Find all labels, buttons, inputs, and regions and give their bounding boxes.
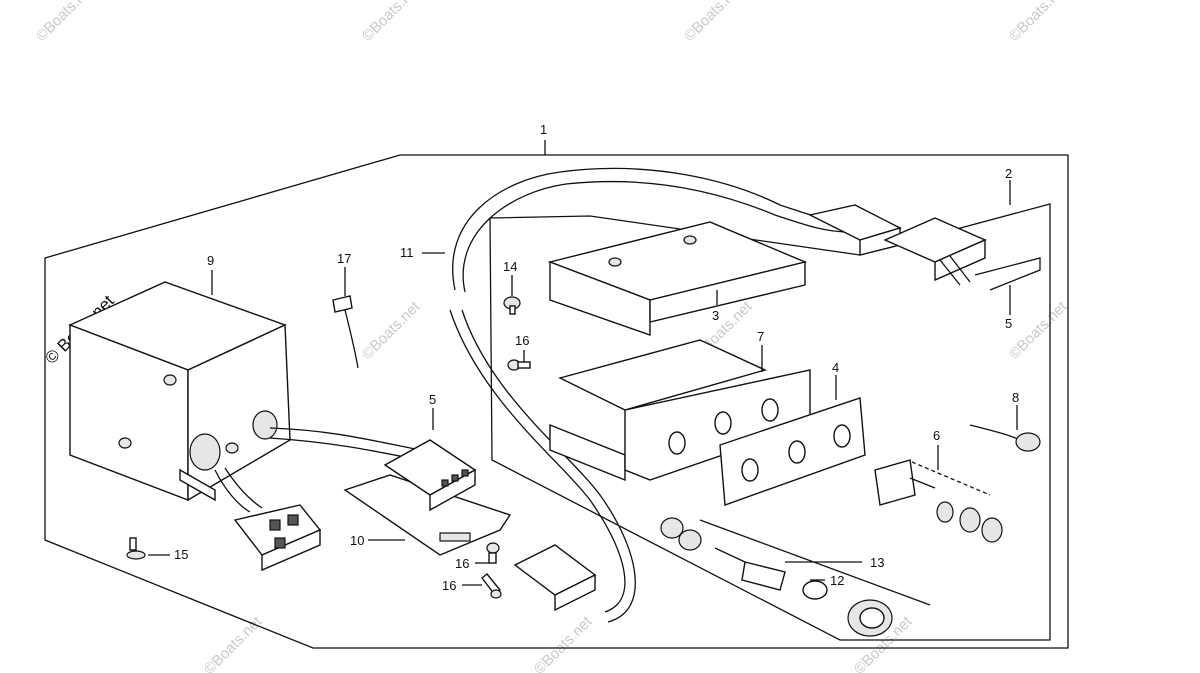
watermark-9: ©Boats.net: [531, 613, 596, 673]
panel-frame: [549, 339, 811, 482]
callout-4: 4: [832, 360, 839, 375]
main-cable-outer: [452, 167, 851, 291]
screw-16-bottom: [481, 542, 502, 599]
watermark-5: ©Boats.net: [359, 298, 424, 363]
callout-3: 3: [712, 308, 719, 323]
cable-end-connector: [513, 544, 597, 612]
watermark-1: ©Boats.net: [33, 0, 98, 45]
toggle-switch: [874, 459, 1003, 543]
top-cover: [547, 221, 808, 336]
watermark-8: ©Boats.net: [201, 613, 266, 673]
callout-7: 7: [757, 329, 764, 344]
box-harness: [269, 427, 421, 451]
lamp-holder: [847, 599, 893, 637]
callout-1: 1: [540, 122, 547, 137]
mating-connector: [883, 217, 987, 286]
indicator-lamp: [969, 424, 1041, 452]
callout-16-top: 16: [515, 333, 529, 348]
connector-plate: [974, 257, 1041, 291]
watermark-3: ©Boats.net: [681, 0, 746, 45]
clip: [332, 295, 359, 369]
callout-13: 13: [870, 555, 884, 570]
callout-2: 2: [1005, 166, 1012, 181]
callout-8: 8: [1012, 390, 1019, 405]
callout-10: 10: [350, 533, 364, 548]
panel-outline: [489, 203, 1051, 641]
callout-labels: 1 2 3 4 5 5 6 7 8 9 10 11 12 13 14 15 16…: [174, 122, 1019, 593]
callout-16-mid: 16: [455, 556, 469, 571]
screw-15: [126, 537, 146, 560]
screw-16-top: [507, 359, 531, 371]
callout-9: 9: [207, 253, 214, 268]
face-panel: [719, 397, 866, 506]
callout-5-right: 5: [1005, 316, 1012, 331]
callout-16-bottom: 16: [442, 578, 456, 593]
callout-14: 14: [503, 259, 517, 274]
control-box: [68, 281, 291, 502]
lamp-rings: [660, 517, 702, 551]
upper-connector: [807, 204, 902, 256]
callout-6: 6: [933, 428, 940, 443]
callout-5-left: 5: [429, 392, 436, 407]
main-cable-lower: [449, 309, 626, 613]
watermark-7: ©Boats.net: [1006, 298, 1071, 363]
rivet-14: [503, 296, 521, 315]
callout-11: 11: [400, 245, 414, 260]
bulb: [802, 580, 828, 600]
assembly-outline: [44, 154, 1069, 649]
lamp-socket: [714, 547, 786, 591]
bracket-connector: [383, 439, 477, 512]
callout-17: 17: [337, 251, 351, 266]
callout-12: 12: [830, 573, 844, 588]
box-connector: [233, 504, 322, 572]
watermark-2: ©Boats.net: [359, 0, 424, 45]
watermark-4: ©Boats.net: [1006, 0, 1071, 45]
bracket: [343, 474, 512, 556]
callout-15: 15: [174, 547, 188, 562]
